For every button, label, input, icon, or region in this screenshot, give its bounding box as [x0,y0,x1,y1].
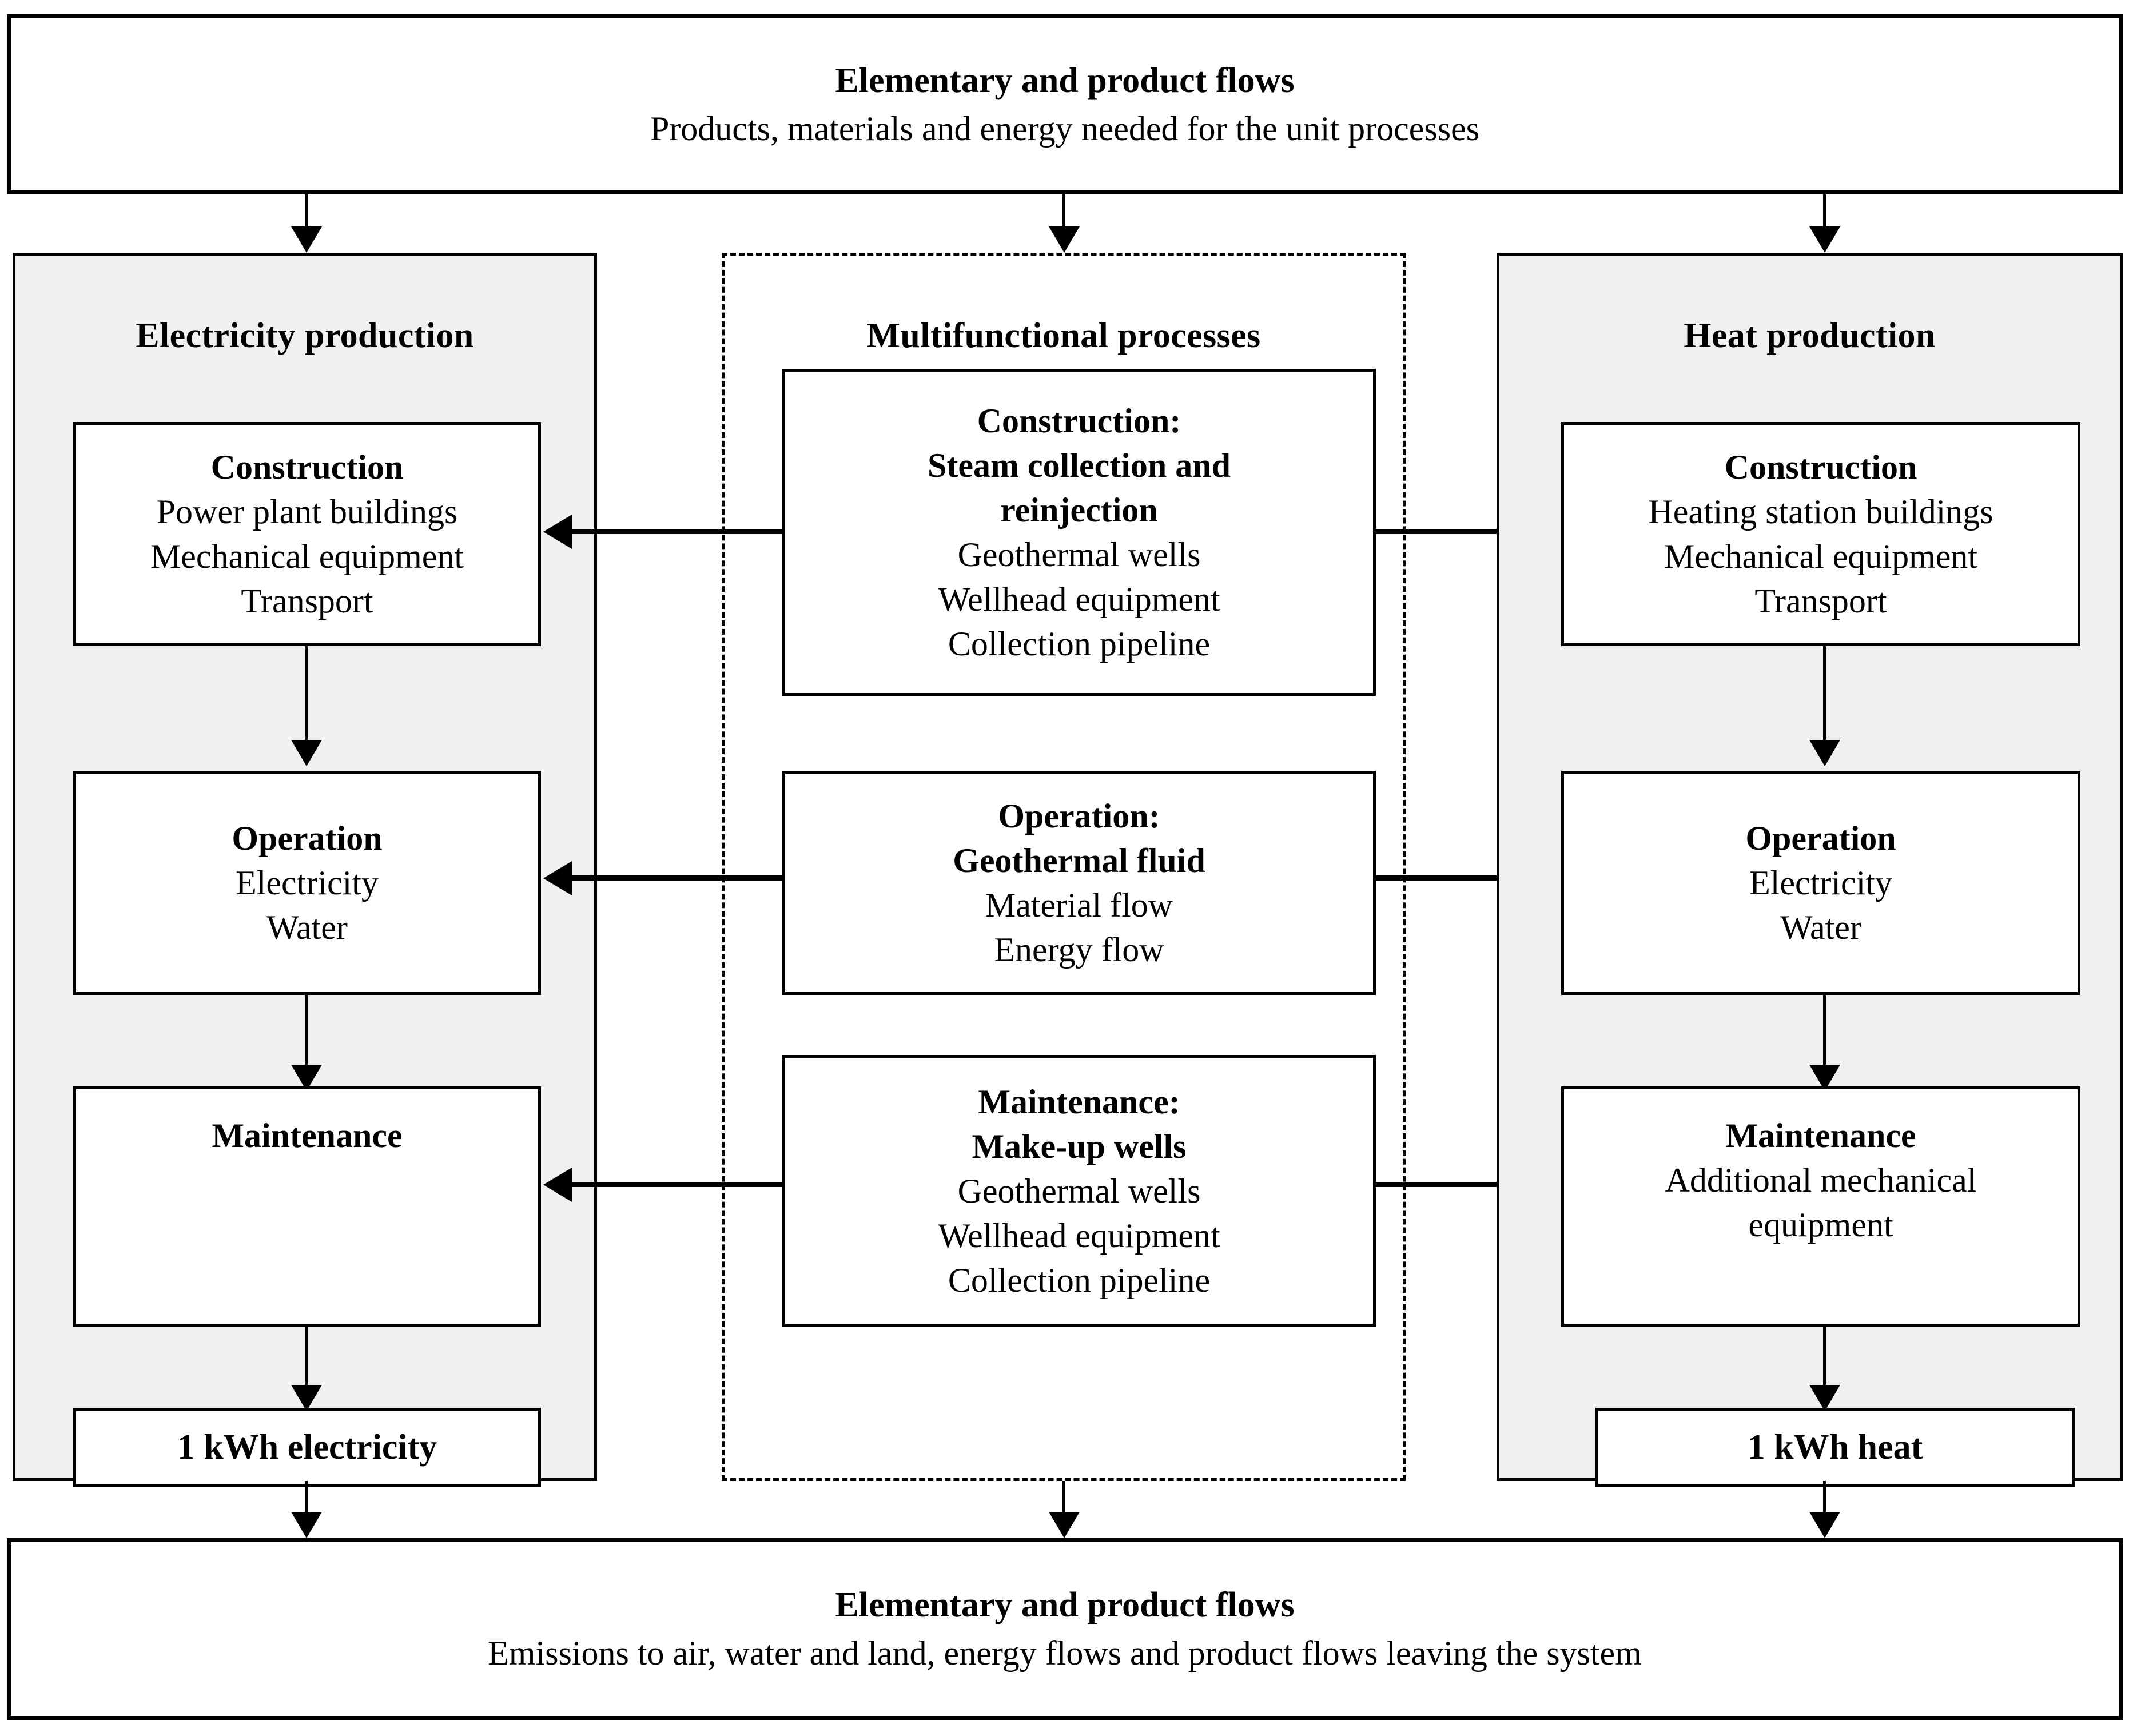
panel-multifunctional-processes-title: Multifunctional processes [866,316,1261,355]
top-flows-title: Elementary and product flows [835,61,1295,100]
link-middle-maintenance-to-left [572,1182,783,1187]
arrow-middle-operation-to-left [543,861,572,895]
right-box-operation: Operation Electricity Water [1561,771,2080,995]
bottom-flows-band: Elementary and product flows Emissions t… [7,1538,2123,1720]
middle-box-operation-subheading: Geothermal fluid [953,842,1205,879]
middle-box-operation-heading: Operation: [998,797,1160,835]
middle-box-construction-line-2: Wellhead equipment [938,580,1220,618]
right-output-box: 1 kWh heat [1595,1408,2075,1487]
connector-right-construction-to-operation [1823,646,1826,743]
right-box-maintenance: Maintenance Additional mechanical equipm… [1561,1086,2080,1327]
middle-box-construction-subheading: Steam collection and reinjection [928,447,1231,529]
top-flows-subtitle: Products, materials and energy needed fo… [650,109,1480,148]
right-box-operation-heading: Operation [1745,819,1896,857]
left-box-construction-line-1: Power plant buildings [156,493,458,531]
left-box-maintenance-heading: Maintenance [212,1117,403,1154]
arrow-left-to-bottom [291,1512,322,1538]
top-flows-band: Elementary and product flows Products, m… [7,14,2123,194]
link-middle-construction-to-right [1375,529,1586,534]
bottom-flows-title: Elementary and product flows [835,1586,1295,1624]
right-box-construction-line-1: Heating station buildings [1648,493,1993,531]
middle-box-operation-line-2: Energy flow [994,931,1164,969]
middle-box-maintenance-line-3: Collection pipeline [948,1261,1211,1299]
middle-box-operation: Operation: Geothermal fluid Material flo… [782,771,1376,995]
right-box-operation-line-1: Electricity [1749,864,1892,902]
left-output-label: 1 kWh electricity [177,1427,437,1467]
left-box-operation: Operation Electricity Water [73,771,541,995]
right-box-construction-line-2: Mechanical equipment [1664,537,1978,575]
arrow-left-maintenance-to-output [291,1385,322,1411]
left-output-box: 1 kWh electricity [73,1408,541,1487]
bottom-flows-subtitle: Emissions to air, water and land, energy… [488,1634,1642,1672]
connector-right-operation-to-maintenance [1823,995,1826,1069]
middle-box-maintenance-line-2: Wellhead equipment [938,1216,1220,1255]
arrow-right-construction-to-operation [1809,740,1840,766]
middle-box-construction-line-3: Collection pipeline [948,625,1211,663]
arrow-top-to-middle [1049,226,1080,253]
connector-top-to-left [305,194,308,230]
connector-left-construction-to-operation [305,646,308,743]
connector-right-maintenance-to-output [1823,1327,1826,1389]
arrow-right-maintenance-to-output [1809,1385,1840,1411]
panel-heat-production-title: Heat production [1684,316,1936,355]
left-box-operation-line-2: Water [266,909,348,946]
link-middle-construction-to-left [572,529,783,534]
arrow-left-construction-to-operation [291,740,322,766]
middle-box-maintenance: Maintenance: Make-up wells Geothermal we… [782,1055,1376,1327]
left-box-construction-heading: Construction [210,448,404,486]
middle-box-operation-line-1: Material flow [985,886,1173,924]
left-box-construction: Construction Power plant buildings Mecha… [73,422,541,646]
arrow-middle-to-bottom [1049,1512,1080,1538]
link-middle-maintenance-to-right [1375,1182,1586,1187]
connector-middle-to-bottom [1062,1481,1065,1516]
left-box-construction-line-2: Mechanical equipment [150,537,464,575]
connector-right-to-bottom [1823,1481,1826,1516]
arrow-middle-construction-to-left [543,515,572,549]
arrow-right-to-bottom [1809,1512,1840,1538]
right-box-construction: Construction Heating station buildings M… [1561,422,2080,646]
middle-box-maintenance-heading: Maintenance: [978,1082,1180,1121]
link-middle-operation-to-right [1375,875,1586,881]
left-box-construction-line-3: Transport [241,582,373,620]
right-box-operation-line-2: Water [1780,909,1861,946]
middle-box-construction: Construction: Steam collection and reinj… [782,369,1376,696]
right-box-maintenance-heading: Maintenance [1725,1117,1916,1154]
connector-top-to-middle [1062,194,1065,230]
middle-box-maintenance-subheading: Make-up wells [972,1127,1187,1165]
left-box-operation-heading: Operation [232,819,383,857]
arrow-middle-maintenance-to-left [543,1168,572,1202]
connector-left-operation-to-maintenance [305,995,308,1069]
right-output-label: 1 kWh heat [1747,1427,1923,1467]
panel-electricity-production-title: Electricity production [136,316,474,355]
connector-left-maintenance-to-output [305,1327,308,1389]
link-middle-operation-to-left [572,875,783,881]
connector-left-to-bottom [305,1481,308,1516]
middle-box-construction-heading: Construction: [977,402,1181,440]
left-box-operation-line-1: Electricity [236,864,379,902]
middle-box-construction-line-1: Geothermal wells [957,536,1201,574]
right-box-maintenance-line-1: Additional mechanical equipment [1665,1161,1977,1244]
middle-box-maintenance-line-1: Geothermal wells [957,1172,1201,1210]
connector-top-to-right [1823,194,1826,230]
right-box-construction-heading: Construction [1724,448,1917,486]
right-box-construction-line-3: Transport [1754,582,1887,620]
arrow-top-to-left [291,226,322,253]
left-box-maintenance: Maintenance [73,1086,541,1327]
arrow-top-to-right [1809,226,1840,253]
